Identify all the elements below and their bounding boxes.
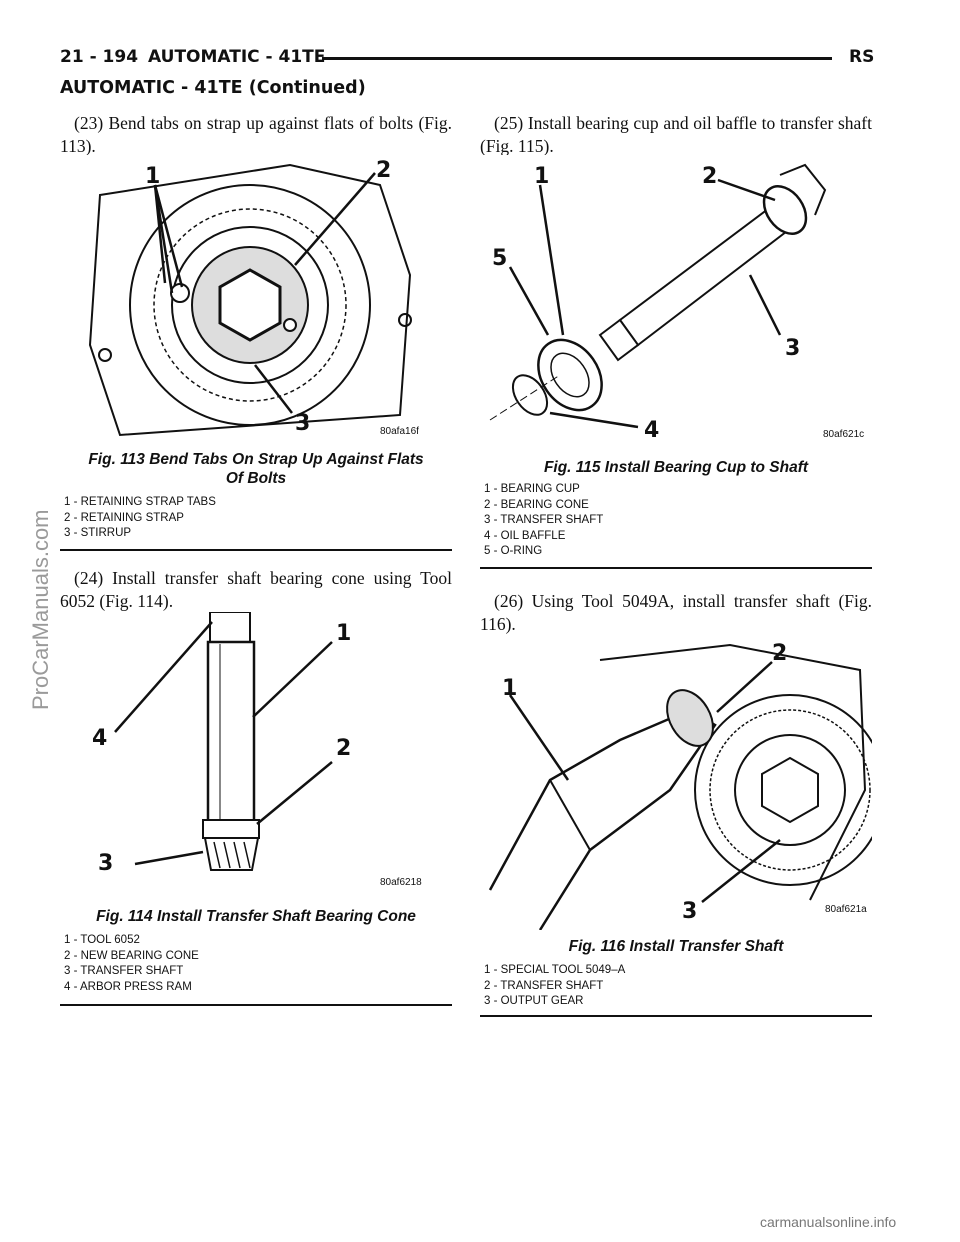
footer-url: carmanualsonline.info [760, 1214, 897, 1230]
figure-code: 80af621c [823, 429, 864, 440]
figure-113-legend: 1 - RETAINING STRAP TABS 2 - RETAINING S… [64, 495, 216, 542]
legend-item: 4 - ARBOR PRESS RAM [64, 980, 192, 993]
figure-113-caption: Fig. 113 Bend Tabs On Strap Up Against F… [88, 451, 424, 487]
figure-code: 80afa16f [380, 426, 419, 437]
callout-5: 5 [492, 246, 507, 271]
step-23: (23) Bend tabs on strap up against flats… [60, 113, 452, 156]
step-24: (24) Install transfer shaft bearing cone… [60, 568, 452, 611]
legend-item: 1 - RETAINING STRAP TABS [64, 496, 216, 508]
callout-1: 1 [534, 164, 549, 189]
figure-113-illustration: 1 2 3 80afa16f [88, 158, 419, 437]
step-25: (25) Install bearing cup and oil baffle … [480, 113, 872, 156]
figure-113: 1 2 3 80afa16f [60, 155, 452, 445]
legend-item: 3 - TRANSFER SHAFT [64, 965, 184, 977]
figure-116-caption: Fig. 116 Install Transfer Shaft [568, 938, 784, 955]
legend-item: 5 - O-RING [484, 545, 543, 557]
legend-item: 3 - TRANSFER SHAFT [484, 514, 604, 526]
callout-2: 2 [336, 736, 351, 761]
legend-item: 2 - BEARING CONE [484, 498, 589, 511]
figure-114-legend: 1 - TOOL 6052 2 - NEW BEARING CONE 3 - T… [64, 933, 199, 995]
callout-3: 3 [98, 851, 113, 876]
legend-item: 1 - BEARING CUP [484, 483, 580, 495]
figure-115-illustration: 1 2 3 4 5 80af621c [489, 163, 864, 443]
legend-item: 2 - TRANSFER SHAFT [484, 979, 604, 992]
vehicle-code: RS [849, 47, 875, 67]
legend-item: 2 - RETAINING STRAP [64, 511, 184, 524]
continued-title: AUTOMATIC - 41TE (Continued) [60, 78, 366, 98]
callout-3: 3 [785, 336, 800, 361]
figure-115-caption: Fig. 115 Install Bearing Cup to Shaft [543, 459, 809, 476]
figure-code: 80af621a [825, 904, 867, 915]
callout-4: 4 [92, 726, 107, 751]
figure-115-legend: 1 - BEARING CUP 2 - BEARING CONE 3 - TRA… [484, 482, 603, 560]
figure-116-legend: 1 - SPECIAL TOOL 5049–A 2 - TRANSFER SHA… [484, 963, 625, 1010]
figure-114: 1 2 3 4 80af6218 [60, 611, 452, 902]
side-watermark: ProCarManuals.com [28, 509, 53, 710]
legend-item: 4 - OIL BAFFLE [484, 529, 566, 542]
callout-2: 2 [772, 641, 787, 666]
page-number: 21 - 194 [60, 47, 139, 67]
figure-113-rule [60, 549, 452, 551]
figure-114-rule [60, 1004, 452, 1006]
callout-1: 1 [336, 621, 351, 646]
step-26: (26) Using Tool 5049A, install transfer … [480, 591, 872, 634]
header-rule [322, 57, 832, 60]
callout-1: 1 [145, 164, 160, 189]
section-title: AUTOMATIC - 41TE [148, 47, 326, 67]
figure-115: 1 2 3 4 5 80af621c [480, 155, 872, 445]
figure-116-rule [480, 1015, 872, 1017]
callout-2: 2 [702, 164, 717, 189]
callout-2: 2 [376, 158, 391, 183]
legend-item: 3 - STIRRUP [64, 527, 132, 539]
callout-3: 3 [682, 899, 697, 924]
legend-item: 3 - OUTPUT GEAR [484, 995, 584, 1007]
figure-114-illustration: 1 2 3 4 80af6218 [92, 611, 422, 888]
figure-114-caption: Fig. 114 Install Transfer Shaft Bearing … [96, 908, 416, 925]
figure-116: 1 2 3 80af621a [480, 640, 886, 931]
legend-item: 1 - SPECIAL TOOL 5049–A [484, 964, 626, 976]
legend-item: 2 - NEW BEARING CONE [64, 949, 199, 962]
figure-115-rule [480, 567, 872, 569]
legend-item: 1 - TOOL 6052 [64, 934, 140, 946]
figure-code: 80af6218 [380, 877, 422, 888]
figure-116-illustration: 1 2 3 80af621a [488, 641, 886, 931]
callout-4: 4 [644, 418, 659, 443]
callout-1: 1 [502, 676, 517, 701]
callout-3: 3 [295, 411, 310, 436]
